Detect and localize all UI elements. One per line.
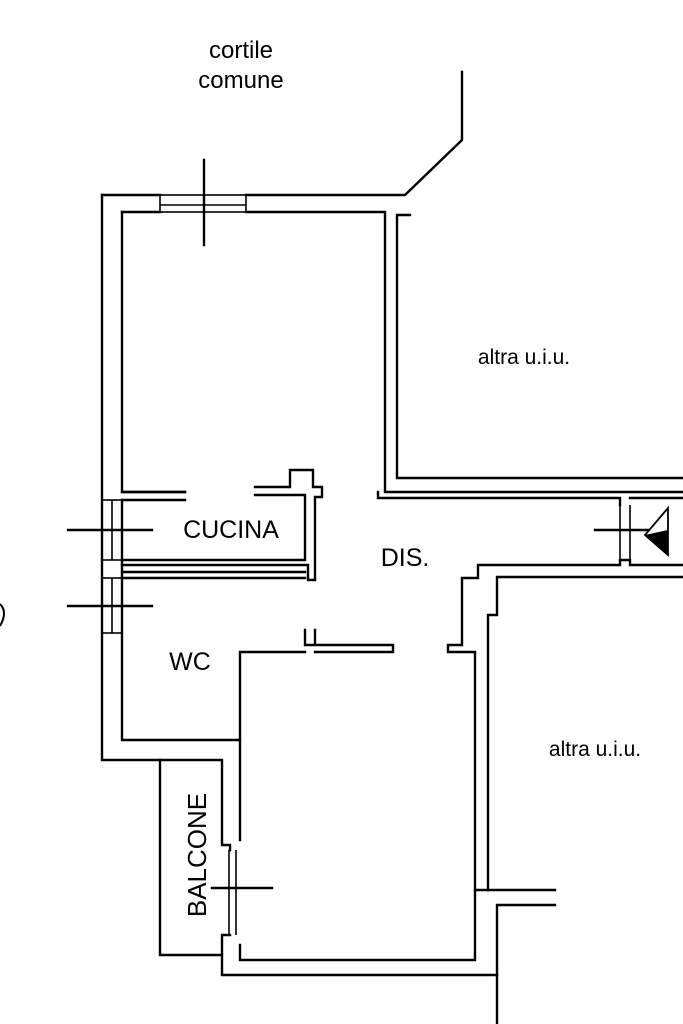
outer-wall-left: [100, 193, 499, 1024]
cortile-label-line2: comune: [198, 67, 283, 94]
balcony-wall: [158, 758, 232, 957]
room-bottom-wall: [238, 888, 477, 962]
edge-fragment-icon: [0, 603, 5, 627]
corridor-walls: [238, 490, 683, 977]
room-bottom-wall-outer: [495, 903, 557, 977]
entrance-arrow-fill-icon: [645, 530, 668, 555]
inner-wall-left: [120, 210, 187, 494]
balcony: [158, 758, 274, 957]
corridor-top-wall: [376, 490, 622, 507]
dis-label: DIS.: [381, 544, 430, 572]
entrance-door: [593, 505, 669, 560]
corridor-step-wall-inner: [486, 575, 683, 892]
outer-wall-top-right: [244, 70, 464, 197]
bath-wall: [238, 628, 395, 742]
wc-label: WC: [169, 648, 211, 676]
balcone-label: BALCONE: [182, 793, 212, 917]
corridor-step-wall: [446, 558, 683, 892]
altra-uiu-bottom-label: altra u.i.u.: [549, 738, 641, 761]
cucina-label: CUCINA: [183, 516, 279, 544]
kitchen-left-wall: [120, 498, 307, 580]
window-kitchen: [66, 499, 154, 561]
window-top: [159, 158, 247, 247]
kitchen-partitions: [120, 468, 324, 582]
neighbour-unit-top: [395, 213, 683, 480]
cortile-label-line1: cortile: [209, 37, 273, 64]
inner-wall-top: [120, 210, 683, 494]
window-wc: [66, 577, 154, 634]
neighbour-top-wall: [395, 213, 683, 480]
altra-uiu-top-label: altra u.i.u.: [478, 346, 570, 369]
kitchen-top-wall: [120, 468, 324, 582]
kitchen-inner-wall: [120, 493, 307, 562]
